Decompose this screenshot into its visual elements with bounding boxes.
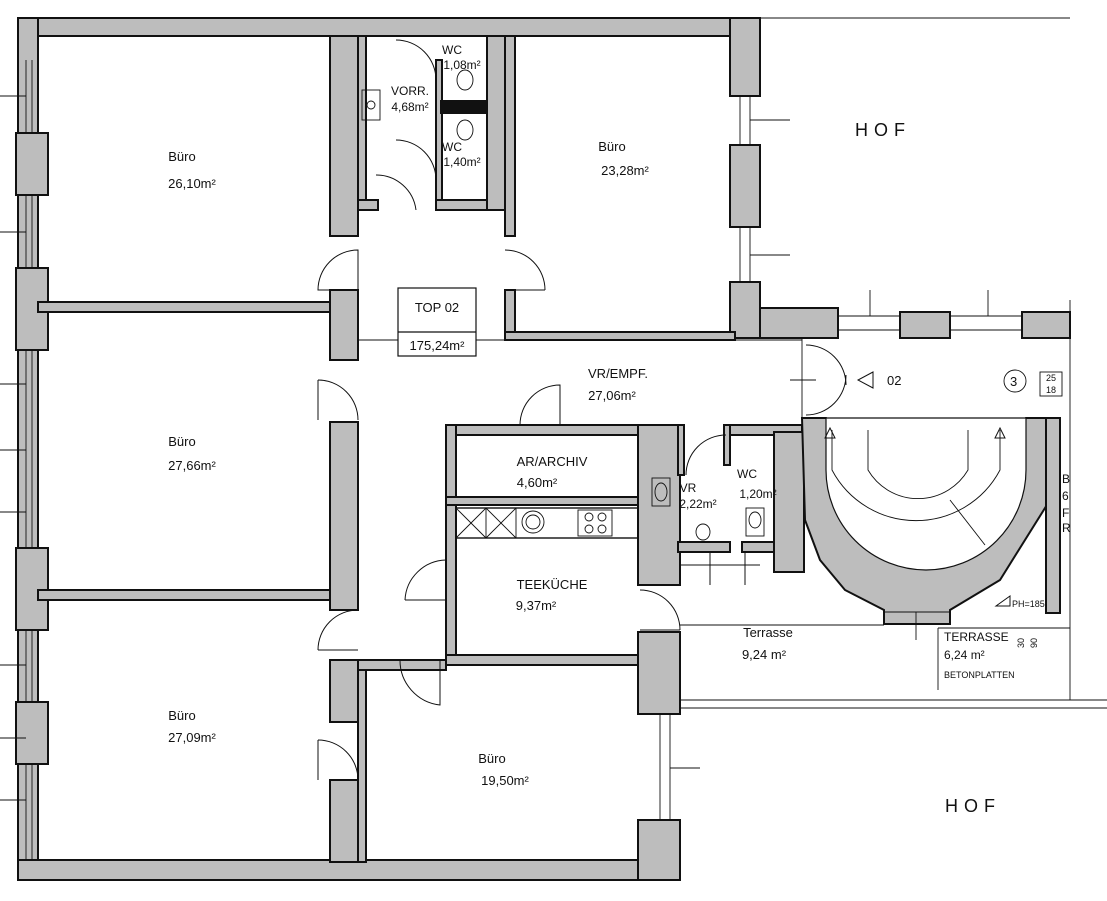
cut-letter-r: R bbox=[1062, 521, 1071, 535]
room-area-archiv: 4,60m² bbox=[517, 475, 558, 490]
room-label-empfang: VR/EMPF. bbox=[588, 366, 648, 381]
stair-number: 3 bbox=[1010, 374, 1017, 389]
rotunda-inner bbox=[825, 417, 1027, 571]
room-area-terrasse: 9,24 m² bbox=[742, 647, 787, 662]
courtyard-label-south: HOF bbox=[945, 796, 1001, 816]
courtyard-label-north: HOF bbox=[855, 120, 911, 140]
room-note-terrasse2: BETONPLATTEN bbox=[944, 670, 1015, 680]
room-area-buero-sw: 27,09m² bbox=[168, 730, 216, 745]
room-area-buero-w: 27,66m² bbox=[168, 458, 216, 473]
room-label-vorraum: VORR. bbox=[391, 84, 429, 98]
room-area-vorraum: 4,68m² bbox=[391, 100, 428, 114]
room-label-buero-ne: Büro bbox=[598, 139, 625, 154]
unit-name: TOP 02 bbox=[415, 300, 459, 315]
cut-letter-b: B bbox=[1062, 472, 1070, 486]
room-label-buero-s: Büro bbox=[478, 751, 505, 766]
doors bbox=[317, 39, 847, 781]
room-label-terrasse: Terrasse bbox=[743, 625, 793, 640]
room-area-buero-ne: 23,28m² bbox=[601, 163, 649, 178]
room-label-teekueche: TEEKÜCHE bbox=[517, 577, 588, 592]
room-area-wc-top: 1,08m² bbox=[443, 58, 480, 72]
room-label-buero-nw: Büro bbox=[168, 149, 195, 164]
room-area-buero-nw: 26,10m² bbox=[168, 176, 216, 191]
cut-letter-f: F bbox=[1062, 506, 1069, 520]
room-label-vr-small: VR bbox=[680, 481, 697, 495]
unit-area: 175,24m² bbox=[410, 338, 466, 353]
dim-annotation-a: 30 bbox=[1016, 638, 1026, 648]
steps-top: 25 bbox=[1046, 373, 1056, 383]
room-area-teekueche: 9,37m² bbox=[516, 598, 557, 613]
room-area-terrasse2: 6,24 m² bbox=[944, 648, 985, 662]
room-label-terrasse2: TERRASSE bbox=[944, 630, 1009, 644]
cut-letter-6: 6 bbox=[1062, 489, 1069, 503]
fixtures bbox=[361, 69, 1063, 607]
room-area-buero-s: 19,50m² bbox=[481, 773, 529, 788]
dim-annotation-b: 90 bbox=[1029, 638, 1039, 648]
room-area-wc-small: 1,20m² bbox=[739, 487, 776, 501]
room-labels: Büro 26,10m² VORR. 4,68m² WC 1,08m² WC 1… bbox=[168, 43, 1015, 788]
ph-annotation: PH=185 bbox=[1012, 599, 1045, 609]
room-label-wc-small: WC bbox=[737, 467, 757, 481]
room-label-wc-mid: WC bbox=[442, 140, 462, 154]
rotunda-right-wall bbox=[1045, 417, 1061, 614]
room-label-buero-sw: Büro bbox=[168, 708, 195, 723]
entrance-marker: 02 bbox=[887, 373, 901, 388]
room-label-buero-w: Büro bbox=[168, 434, 195, 449]
room-label-archiv: AR/ARCHIV bbox=[517, 454, 588, 469]
room-label-wc-top: WC bbox=[442, 43, 462, 57]
room-area-empfang: 27,06m² bbox=[588, 388, 636, 403]
unit-label: TOP 02 175,24m² bbox=[397, 287, 477, 357]
room-area-wc-mid: 1,40m² bbox=[443, 155, 480, 169]
steps-bottom: 18 bbox=[1046, 385, 1056, 395]
room-area-vr-small: 2,22m² bbox=[679, 497, 716, 511]
